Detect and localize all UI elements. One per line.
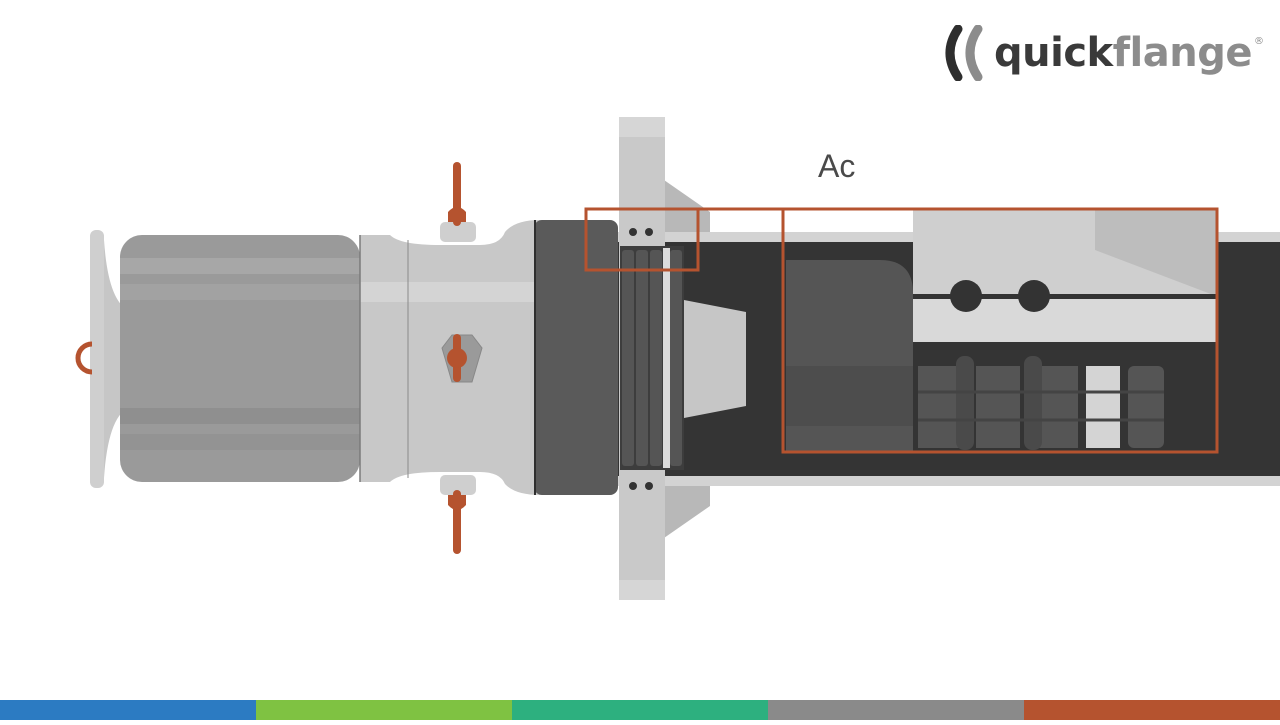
flange-gusset-top (664, 180, 710, 232)
clamp-ring (534, 220, 618, 495)
quickflange-brackets-icon (945, 25, 983, 81)
registered-mark: ® (1253, 36, 1264, 47)
body-band-2 (120, 284, 360, 300)
flange-plate-shade (619, 117, 665, 137)
footer-color-segment (768, 700, 1024, 720)
upper-block-bevel (1095, 210, 1216, 296)
ball-right (1018, 280, 1050, 312)
upper-bar-line (913, 294, 1216, 299)
wing-knobs (447, 207, 467, 510)
callout-label: Ac (818, 148, 856, 184)
body-band-3 (120, 408, 360, 424)
quickflange-logo: quickflange® (938, 22, 1264, 84)
o-rings (629, 228, 653, 490)
logo-word-quick: quick (994, 30, 1113, 76)
logo-word-flange: flange (1112, 30, 1253, 76)
seal-spacer (663, 248, 670, 468)
footer-color-bar (0, 700, 1280, 720)
footer-color-segment (1024, 700, 1280, 720)
logo-wordmark: quickflange® (994, 30, 1264, 76)
footer-color-segment (512, 700, 768, 720)
grip-body-shade (786, 366, 913, 426)
clamp-ring-edge (534, 220, 536, 495)
footer-color-segment (256, 700, 512, 720)
end-cap-rim (90, 230, 104, 488)
flange-plate-shade-2 (619, 580, 665, 600)
body-band-4 (120, 434, 360, 450)
pipe-wall-bottom (615, 476, 1280, 486)
seal-rings (622, 250, 682, 466)
body-band-1 (120, 258, 360, 274)
tooth-blocks (918, 356, 1164, 450)
top-lug (440, 222, 476, 242)
cone-insert (684, 300, 746, 418)
collar-band (360, 282, 540, 302)
callout-box-large (781, 207, 1219, 454)
ball-left (950, 280, 982, 312)
callout-box-small (584, 207, 700, 272)
flange-gusset-bottom (664, 486, 710, 538)
footer-color-segment (0, 700, 256, 720)
lifting-eye-icon (75, 341, 93, 375)
bottom-lug (440, 475, 476, 495)
